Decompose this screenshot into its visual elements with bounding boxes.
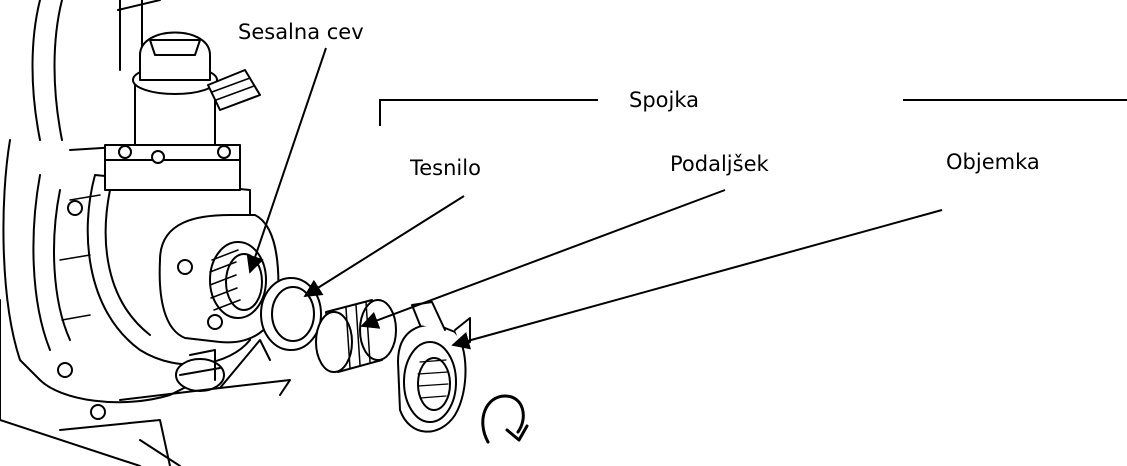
suction-pipe-label: Sesalna cev xyxy=(238,20,364,44)
clamp-label: Objemka xyxy=(946,150,1040,174)
leader-seal xyxy=(303,195,465,297)
leader-clamp xyxy=(451,209,943,350)
rotation-direction-icon xyxy=(481,394,529,444)
pump-body xyxy=(0,0,291,466)
seal-ring-part xyxy=(260,277,322,351)
coupling-label: Spojka xyxy=(629,88,700,112)
leader-suction-pipe xyxy=(246,47,327,274)
seal-label: Tesnilo xyxy=(410,156,481,180)
extension-label: Podaljšek xyxy=(670,152,769,176)
extension-part xyxy=(315,299,397,373)
leader-extension xyxy=(360,189,726,329)
clamp-nut-part xyxy=(397,301,471,433)
coupling-bracket xyxy=(379,99,1127,126)
